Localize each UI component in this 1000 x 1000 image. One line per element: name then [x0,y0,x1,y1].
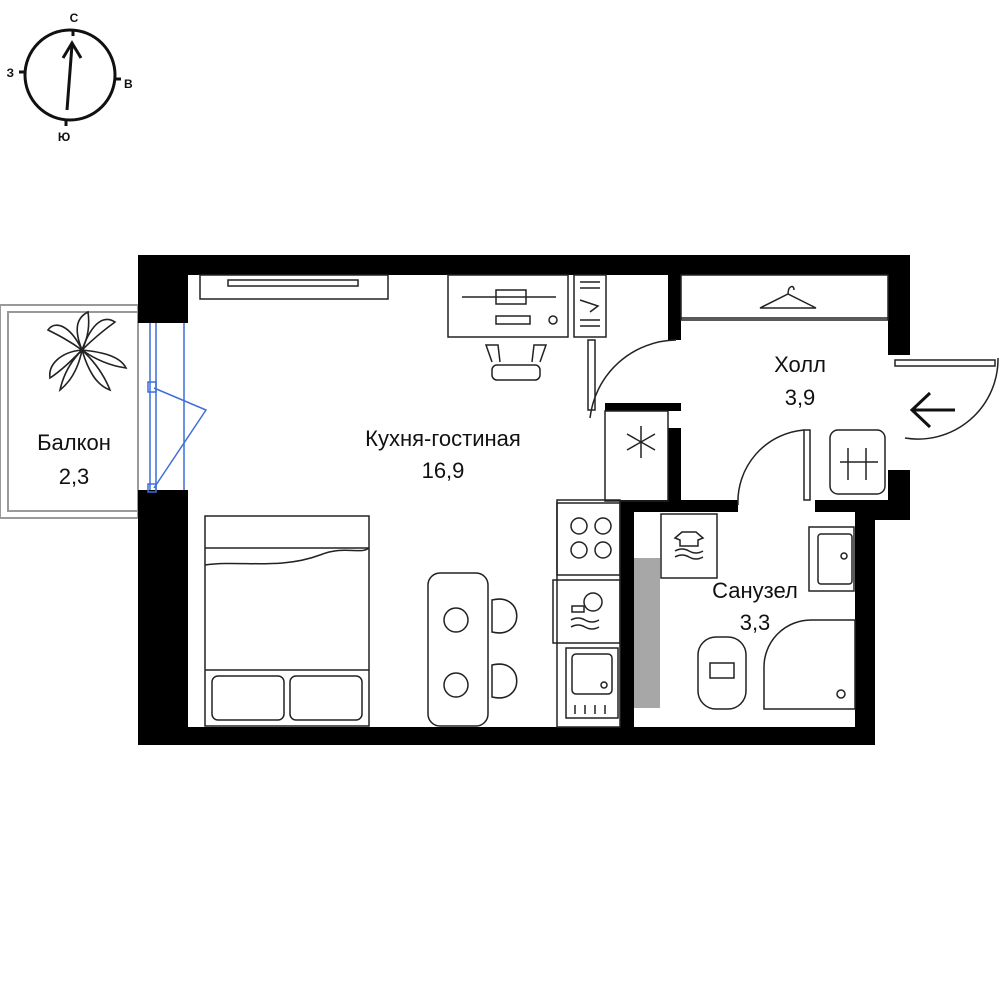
hall-name: Холл [774,352,826,377]
ventilation-shaft [633,558,660,708]
walls [138,255,910,745]
bathroom-name: Санузел [712,578,798,603]
arrow-left-icon [909,391,955,429]
hanger-icon [759,285,817,309]
bathroom-fixtures [660,513,856,710]
compass-east-label: В [124,77,133,91]
wall-shelf [199,274,389,300]
wardrobe [680,274,889,321]
palm-plant-icon [46,310,128,393]
compass: С В Ю З [6,11,133,144]
balcony-name: Балкон [37,430,111,455]
snowflake-icon [626,426,656,458]
desk [447,274,607,338]
doors [587,339,999,506]
hall-area: 3,9 [785,385,816,410]
kitchen-living-area: 16,9 [422,458,465,483]
dishwasher [552,579,621,644]
chair [484,344,548,381]
sink [565,647,619,719]
kitchen-units [552,499,621,728]
bathroom-sink [808,526,855,592]
stove [556,502,621,576]
kitchen-living-name: Кухня-гостиная [365,426,521,451]
dishes-icon [570,592,603,630]
laundry-icon [673,531,705,560]
shower [763,619,856,710]
compass-north-label: С [70,11,79,25]
toilet [697,636,747,710]
compass-needle [65,44,74,111]
compass-west-label: З [6,66,14,80]
radiator [829,429,886,495]
compass-south-label: Ю [58,130,70,144]
balcony-area: 2,3 [59,464,90,489]
bed [204,515,370,727]
bathroom-area: 3,3 [740,610,771,635]
fridge [604,410,669,502]
washing-machine [660,513,718,579]
room-labels: Кухня-гостиная 16,9 Холл 3,9 Санузел 3,3… [37,352,826,635]
balcony [0,304,139,519]
balcony-door [147,323,208,493]
dining-table [427,572,518,727]
